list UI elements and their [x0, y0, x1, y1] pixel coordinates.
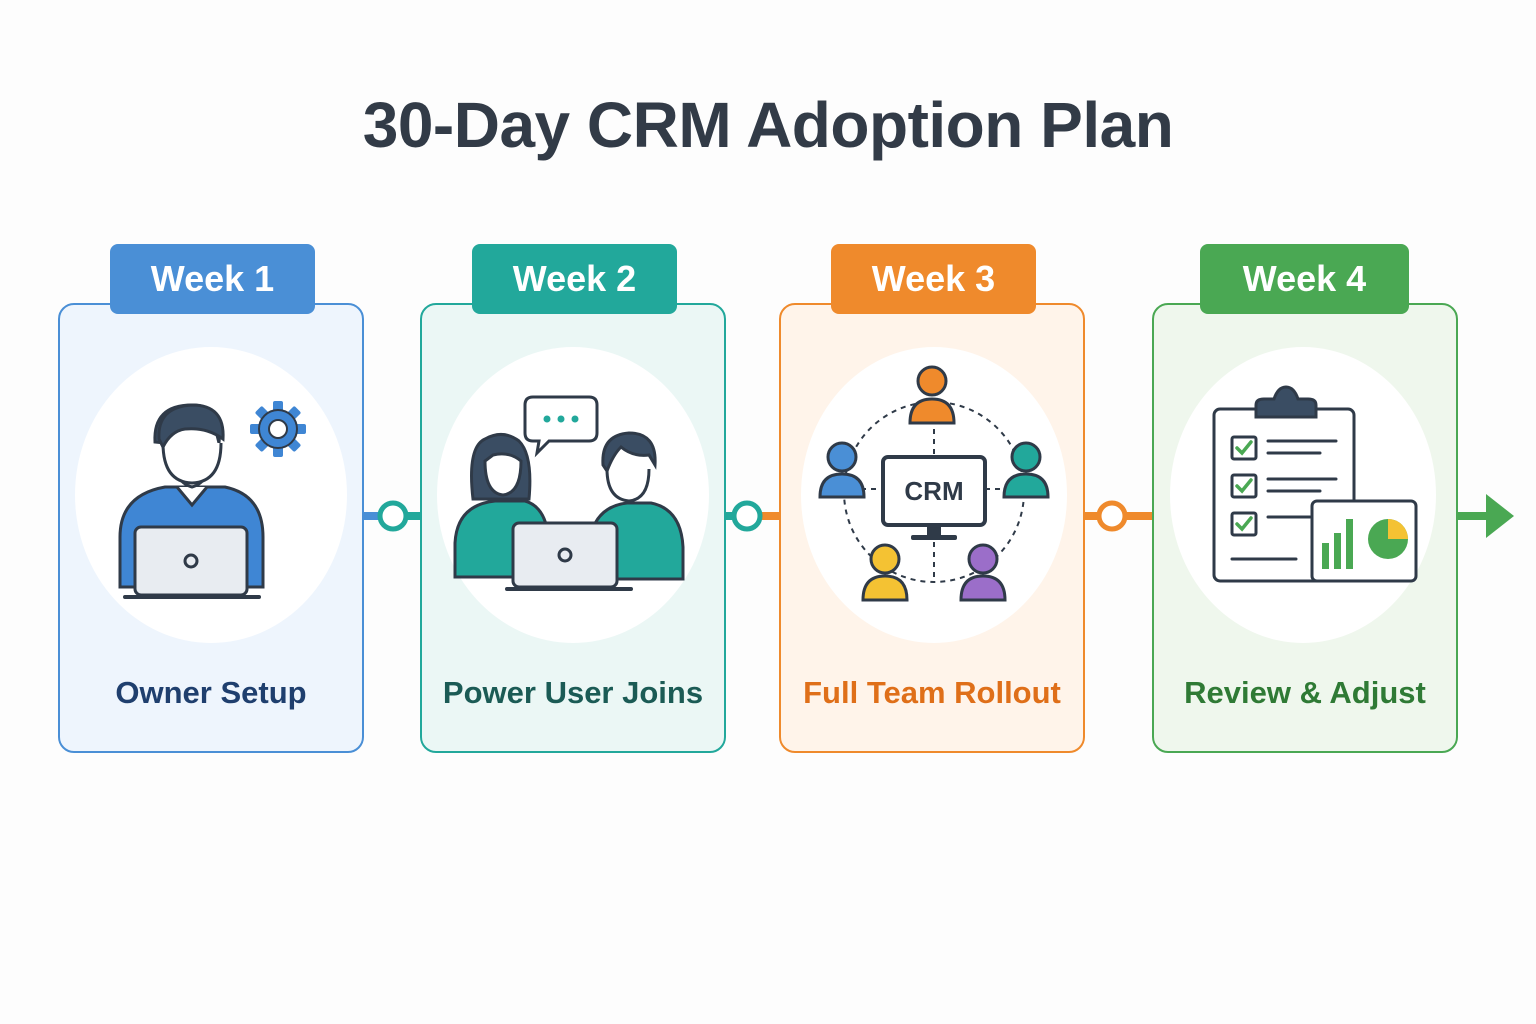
- person-icon-orange: [908, 365, 956, 425]
- owner-laptop-gear-icon: [75, 347, 347, 643]
- page-title: 30-Day CRM Adoption Plan: [362, 89, 1174, 161]
- step-card-week-3: CRM Full: [779, 303, 1085, 753]
- step-label: Full Team Rollout: [803, 675, 1061, 710]
- timeline-node-3: [1096, 500, 1128, 532]
- step-label: Owner Setup: [115, 675, 307, 710]
- week-badge-1: Week 1: [110, 244, 315, 314]
- step-label: Power User Joins: [442, 675, 704, 710]
- week-badge-4: Week 4: [1200, 244, 1409, 314]
- timeline-node-1: [377, 500, 409, 532]
- person-icon-blue: [818, 441, 866, 499]
- step-card-week-1: Owner Setup: [58, 303, 364, 753]
- week-badge-3: Week 3: [831, 244, 1036, 314]
- two-users-laptop-chat-icon: [437, 347, 709, 643]
- timeline-node-2: [731, 500, 763, 532]
- arrow-right-icon: [1486, 494, 1514, 538]
- person-icon-teal: [1002, 441, 1050, 499]
- person-icon-purple: [959, 543, 1007, 602]
- crm-team-network-icon: CRM: [801, 347, 1067, 643]
- person-icon-yellow: [861, 543, 909, 602]
- step-card-week-2: Power User Joins: [420, 303, 726, 753]
- checklist-analytics-icon: [1170, 347, 1436, 643]
- step-label: Review & Adjust: [1184, 675, 1426, 710]
- crm-screen-text: CRM: [904, 476, 963, 506]
- week-badge-2: Week 2: [472, 244, 677, 314]
- step-card-week-4: Review & Adjust: [1152, 303, 1458, 753]
